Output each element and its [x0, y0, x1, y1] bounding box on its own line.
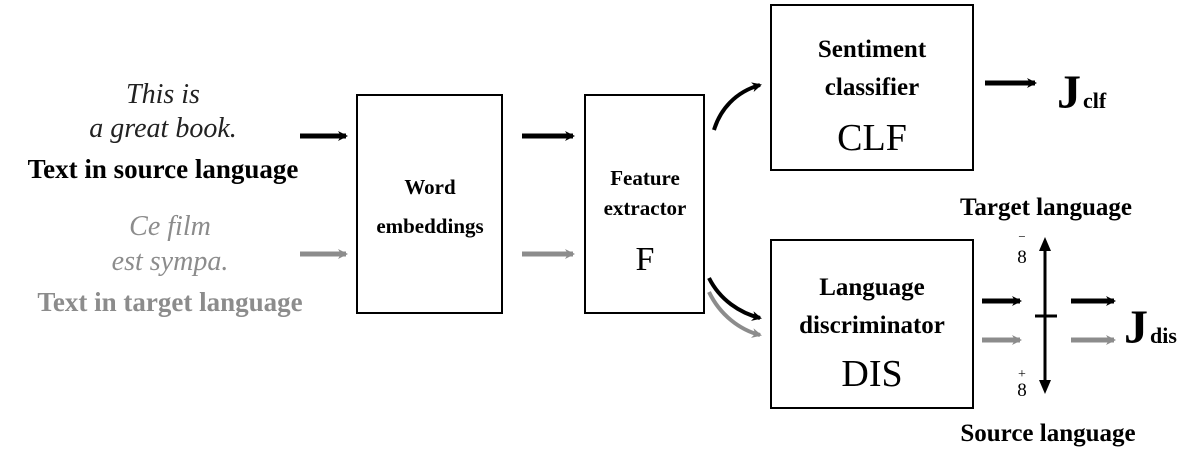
scale-top-sign: − — [1018, 229, 1025, 244]
classifier-symbol: CLF — [837, 117, 907, 159]
feature-extractor-box: Feature extractor F — [584, 94, 705, 314]
source-sentence-line2: a great book. — [89, 113, 237, 144]
target-input: Ce film est sympa. Text in target langua… — [37, 211, 302, 317]
j-dis: Jdis — [1124, 301, 1177, 354]
feature-label-line1: Feature — [610, 166, 680, 190]
source-sentence-line1: This is — [126, 79, 200, 110]
scale-top-label: Target language — [960, 194, 1132, 221]
scale-top-value: 8 — [1017, 247, 1027, 268]
classifier-label-line2: classifier — [825, 74, 919, 101]
discriminator-label-line2: discriminator — [799, 312, 945, 339]
feature-symbol: F — [636, 241, 655, 278]
target-sentence-line2: est sympa. — [112, 246, 229, 277]
word-embeddings-box: Word embeddings — [356, 94, 503, 314]
classifier-label-line1: Sentiment — [818, 36, 927, 63]
embeddings-label-line1: Word — [404, 175, 456, 199]
scale-bottom-label: Source language — [960, 420, 1135, 447]
feature-to-classifier-arrow — [712, 82, 762, 131]
source-input: This is a great book. Text in source lan… — [28, 79, 299, 184]
language-discriminator-box: Language discriminator DIS — [770, 239, 974, 409]
target-sentence-line1: Ce film — [129, 211, 211, 242]
sentiment-classifier-box: Sentiment classifier CLF — [770, 4, 974, 171]
embeddings-label-line2: embeddings — [376, 214, 483, 238]
discriminator-symbol: DIS — [841, 353, 902, 395]
feature-label-line2: extractor — [604, 196, 687, 220]
scale-arrow-up — [1039, 237, 1051, 251]
j-clf: Jclf — [1057, 66, 1107, 119]
source-language-label: Text in source language — [28, 154, 299, 184]
target-language-label: Text in target language — [37, 287, 302, 317]
discriminator-label-line1: Language — [819, 274, 925, 301]
source-feature-to-discriminator-arrow — [707, 277, 762, 321]
scale-arrow-down — [1039, 380, 1051, 394]
scale-bottom-value: 8 — [1017, 380, 1027, 401]
target-feature-to-discriminator-arrow — [707, 291, 762, 338]
scale-bottom-sign: + — [1018, 367, 1026, 382]
